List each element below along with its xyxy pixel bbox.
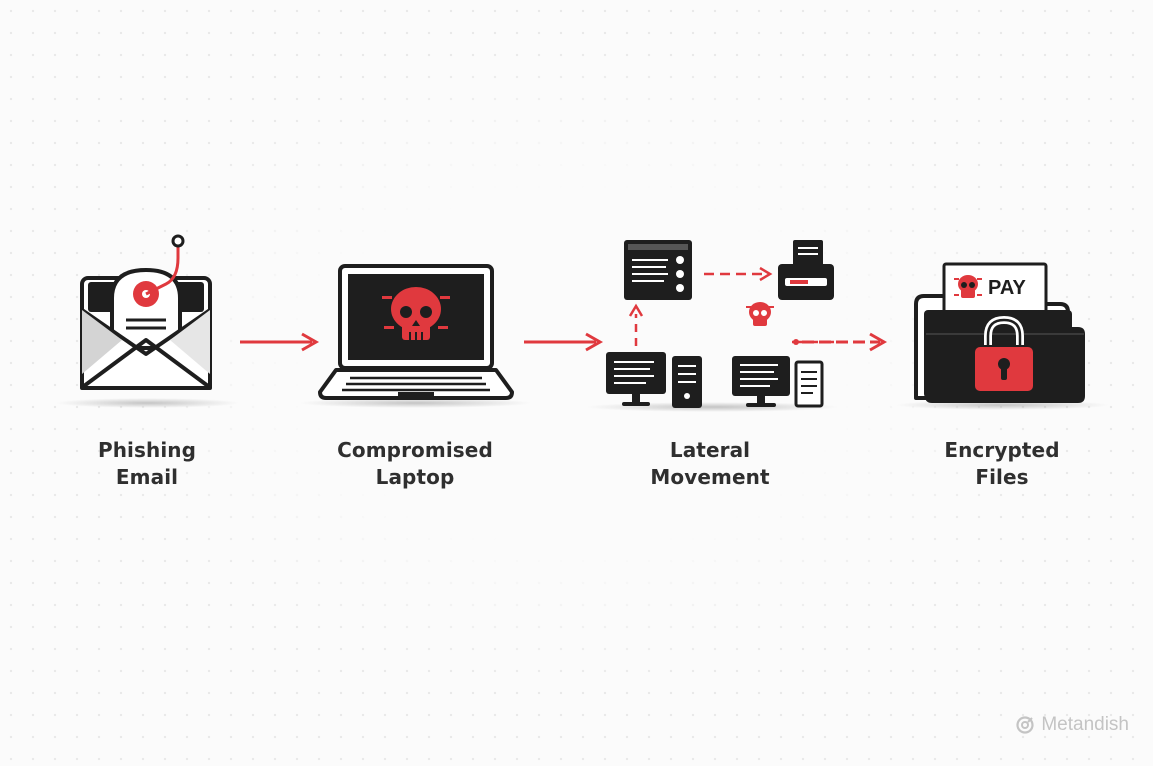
step-label-encrypted-files: Encrypted Files — [882, 437, 1122, 491]
step-label-line: Encrypted — [944, 438, 1060, 462]
step-label-phishing-email: Phishing Email — [27, 437, 267, 491]
watermark: Metandish — [1015, 714, 1129, 736]
step-label-line: Movement — [650, 465, 770, 489]
network-shadow — [585, 402, 840, 412]
phishing-envelope-icon — [80, 234, 212, 390]
step-label-compromised-laptop: Compromised Laptop — [295, 437, 535, 491]
step-label-line: Compromised — [337, 438, 493, 462]
step-label-lateral-movement: Lateral Movement — [590, 437, 830, 491]
flow-arrow — [240, 332, 320, 352]
locked-folder-icon: PAY — [914, 262, 1085, 403]
step-label-line: Laptop — [375, 465, 455, 489]
watermark-logo-icon — [1016, 716, 1034, 734]
network-devices-icon — [606, 240, 845, 408]
step-label-line: Email — [115, 465, 179, 489]
step-label-line: Files — [975, 465, 1029, 489]
infected-laptop-icon — [318, 264, 514, 400]
step-label-line: Lateral — [669, 438, 751, 462]
folder-shadow — [895, 400, 1110, 410]
ransom-note-text: PAY — [988, 277, 1026, 299]
laptop-shadow — [298, 398, 533, 408]
flow-arrow — [802, 332, 888, 352]
watermark-text: Metandish — [1041, 714, 1129, 735]
envelope-shadow — [55, 398, 240, 408]
flow-arrow — [524, 332, 604, 352]
step-label-line: Phishing — [97, 438, 197, 462]
